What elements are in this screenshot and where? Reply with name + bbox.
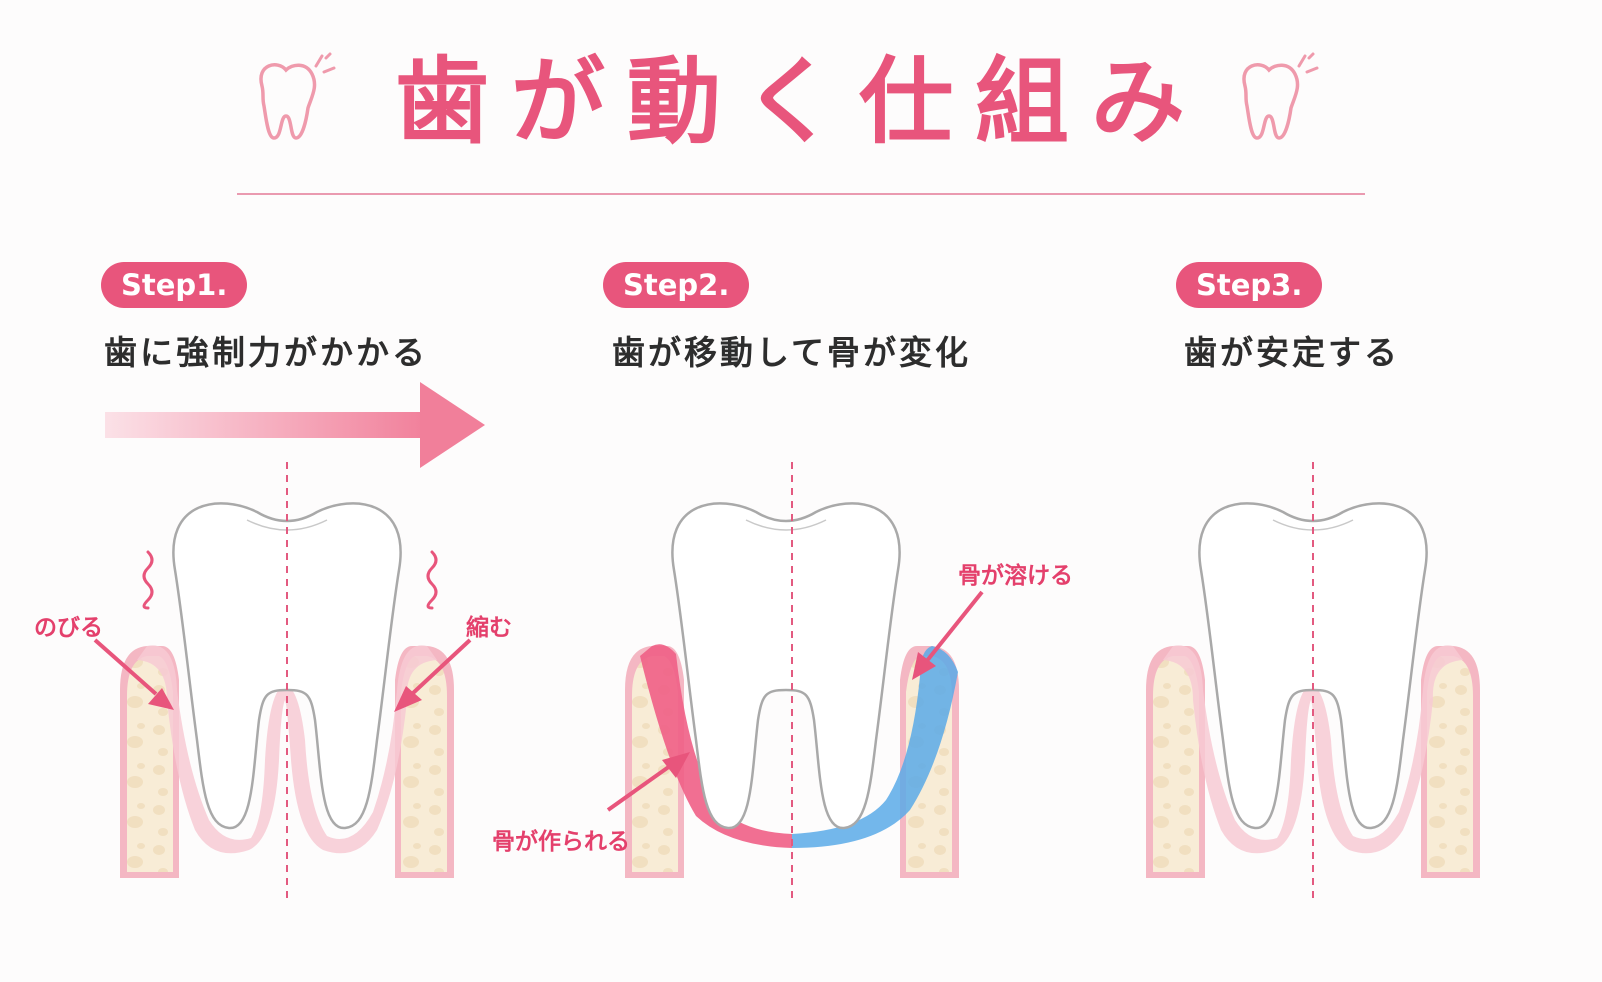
- sparkle-icon: [1297, 52, 1319, 74]
- label-compress: 縮む: [466, 615, 512, 641]
- force-arrow-icon: [105, 382, 485, 468]
- bone-dissolving-band: [792, 646, 958, 848]
- step2-tooth-diagram: [625, 502, 959, 878]
- step2-badge: Step2.: [603, 262, 750, 308]
- sparkle-icon: [314, 52, 336, 74]
- step2-heading: 歯が移動して骨が変化: [612, 333, 972, 372]
- label-bone-forms: 骨が作られる: [492, 829, 630, 855]
- bone-forming-band: [640, 644, 792, 848]
- title-divider: [237, 193, 1365, 195]
- callout-arrow-icon: [912, 590, 984, 680]
- wavy-vibration-icon: [142, 550, 154, 610]
- callout-arrow-icon: [606, 752, 690, 812]
- wavy-vibration-icon: [426, 550, 438, 610]
- page-title: 歯が動く仕組み: [394, 48, 1207, 157]
- step1-heading: 歯に強制力がかかる: [104, 333, 428, 372]
- tooth-icon: [1242, 52, 1319, 140]
- step1-badge: Step1.: [101, 262, 248, 308]
- label-stretch: のびる: [34, 615, 103, 641]
- callout-arrow-icon: [93, 638, 174, 710]
- step3-badge: Step3.: [1176, 262, 1323, 308]
- label-bone-dissolves: 骨が溶ける: [958, 563, 1073, 589]
- step3-heading: 歯が安定する: [1184, 333, 1400, 372]
- callout-arrow-icon: [394, 638, 472, 712]
- tooth-icon: [259, 52, 336, 140]
